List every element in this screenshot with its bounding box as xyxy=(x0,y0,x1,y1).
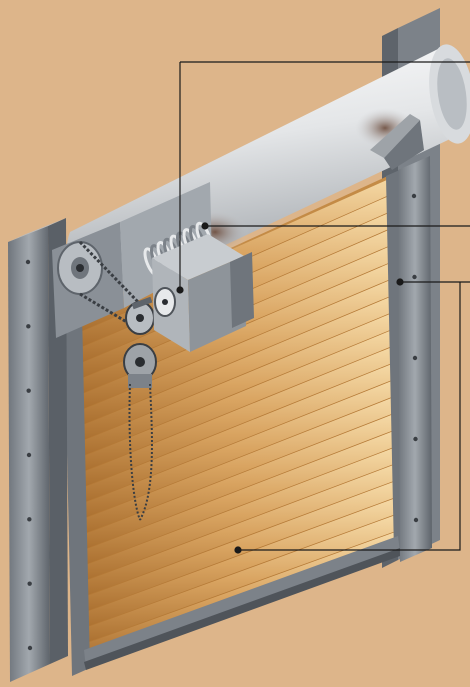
slat-seam xyxy=(78,462,398,585)
slat xyxy=(78,446,398,584)
slat xyxy=(78,344,398,490)
bolt xyxy=(411,193,417,199)
rail-bolts xyxy=(25,259,33,651)
right-guide-rail xyxy=(398,156,432,562)
bolt xyxy=(413,436,418,442)
bolt xyxy=(27,645,33,651)
bolt xyxy=(412,355,418,361)
slat xyxy=(78,293,398,444)
slat xyxy=(78,429,398,569)
slat xyxy=(78,412,398,553)
bolt xyxy=(26,452,32,458)
slat xyxy=(78,327,398,475)
bolt xyxy=(413,517,419,523)
bolt xyxy=(27,517,32,522)
slat xyxy=(78,395,398,537)
leader-lines xyxy=(176,61,470,554)
slat xyxy=(78,378,398,522)
slat xyxy=(78,310,398,459)
slat xyxy=(78,514,398,647)
slat xyxy=(78,276,398,428)
slat xyxy=(78,361,398,506)
sprocket-drive xyxy=(57,240,155,335)
bolt xyxy=(27,581,32,586)
rail-bolts-right xyxy=(411,193,419,523)
leader-bottom xyxy=(238,282,461,551)
bottom-bar xyxy=(84,536,400,670)
bolt xyxy=(412,274,417,280)
slat xyxy=(78,463,398,600)
slat xyxy=(78,259,398,412)
slat-curtain xyxy=(78,175,398,662)
chain-hoist xyxy=(123,343,157,521)
bolt xyxy=(26,388,31,393)
slat xyxy=(78,497,398,631)
bolt xyxy=(26,324,31,329)
bolt xyxy=(25,259,31,265)
